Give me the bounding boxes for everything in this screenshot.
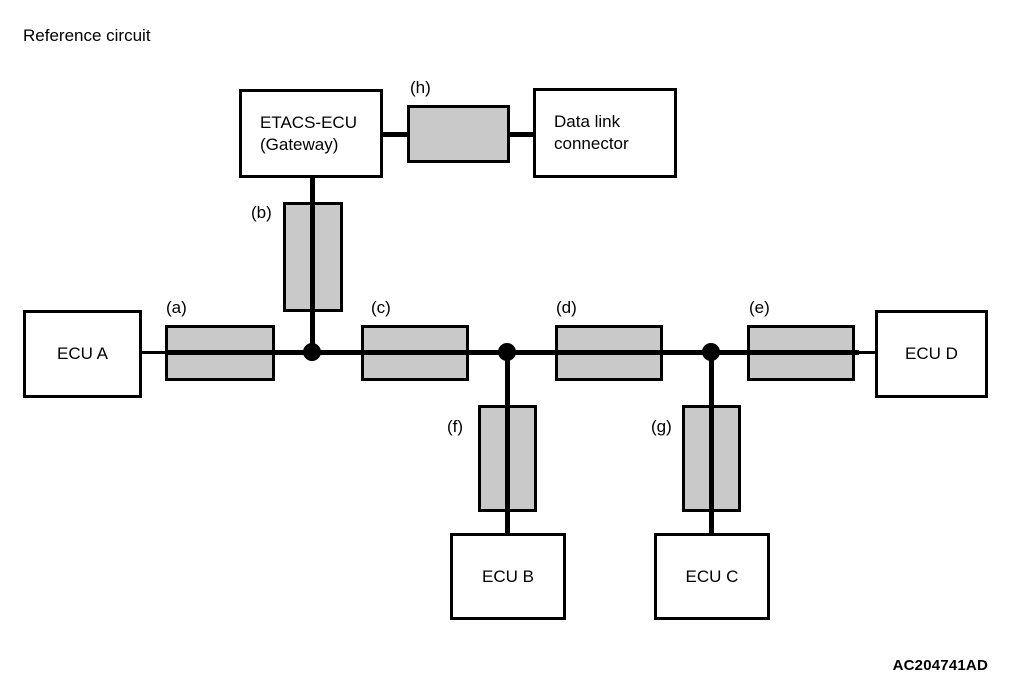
box-ecu-a-label: ECU A bbox=[56, 344, 109, 363]
wire-ecu-d-lead bbox=[855, 351, 877, 354]
page-title: Reference circuit bbox=[23, 26, 151, 45]
box-etacs-ecu-label: ETACS-ECU (Gateway) bbox=[260, 112, 357, 154]
box-ecu-c[interactable]: ECU C bbox=[654, 533, 770, 620]
wire-etacs-to-bus bbox=[310, 176, 315, 356]
box-ecu-d[interactable]: ECU D bbox=[875, 310, 988, 398]
box-ecu-b-label: ECU B bbox=[482, 566, 534, 586]
harness-segment-h bbox=[407, 105, 510, 163]
callout-h: (h) bbox=[410, 78, 431, 97]
box-etacs-ecu[interactable]: ETACS-ECU (Gateway) bbox=[239, 89, 383, 178]
callout-g: (g) bbox=[651, 417, 672, 436]
box-ecu-c-label: ECU C bbox=[685, 566, 739, 586]
figure-reference-code: AC204741AD bbox=[892, 657, 988, 674]
junction-dot-1 bbox=[303, 343, 321, 361]
callout-b: (b) bbox=[251, 203, 272, 222]
junction-dot-2 bbox=[498, 343, 516, 361]
box-ecu-a[interactable]: ECU A bbox=[23, 310, 142, 398]
box-ecu-b[interactable]: ECU B bbox=[450, 533, 566, 620]
callout-c: (c) bbox=[371, 298, 391, 317]
wire-bus-junction2-to-junction3 bbox=[505, 350, 716, 355]
wire-h-to-data-link-connector bbox=[508, 132, 535, 137]
wire-bus-a-to-junction1 bbox=[167, 350, 317, 355]
wire-etacs-to-h bbox=[381, 132, 409, 137]
box-ecu-d-label: ECU D bbox=[905, 344, 958, 363]
wire-bus-to-ecu-c bbox=[709, 350, 714, 535]
callout-e: (e) bbox=[749, 298, 770, 317]
box-data-link-connector[interactable]: Data link connector bbox=[533, 88, 677, 178]
callout-a: (a) bbox=[166, 298, 187, 317]
junction-dot-3 bbox=[702, 343, 720, 361]
callout-f: (f) bbox=[447, 417, 464, 436]
wire-bus-to-ecu-b bbox=[505, 350, 510, 535]
wire-ecu-a-lead bbox=[141, 351, 167, 354]
callout-d: (d) bbox=[556, 298, 577, 317]
box-data-link-connector-label: Data link connector bbox=[554, 112, 629, 153]
wire-bus-junction1-to-junction2 bbox=[310, 350, 512, 355]
wire-bus-junction3-to-e bbox=[709, 350, 859, 355]
